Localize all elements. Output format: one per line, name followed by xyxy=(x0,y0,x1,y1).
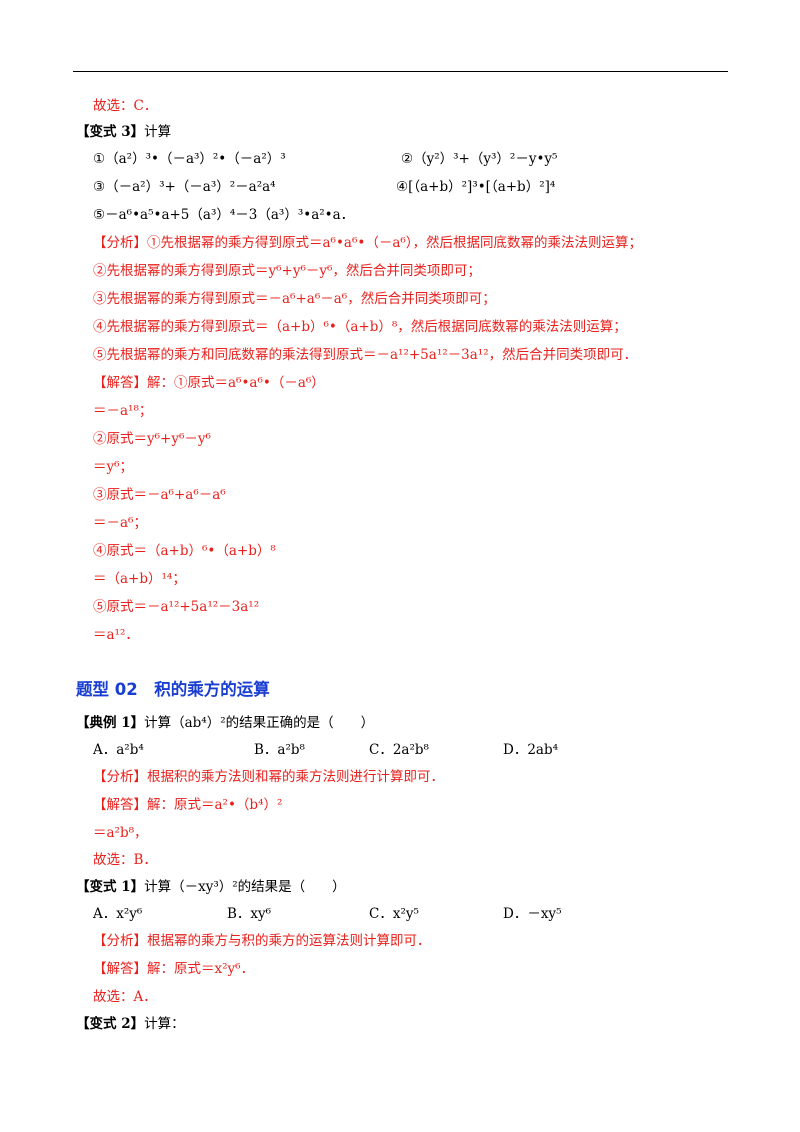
option-c: C．2a²b⁸ xyxy=(369,742,429,758)
text-line: ＝a¹²． xyxy=(93,625,139,645)
text-line: ③（－a²）³+（－a³）²－a²a⁴ xyxy=(93,177,276,197)
line-text: ＝y⁶； xyxy=(93,459,134,475)
line-text: ①（a²）³•（－a³）²•（－a²）³ xyxy=(93,151,286,167)
line-text: ⑤先根据幂的乘方和同底数幂的乘法得到原式＝－a¹²+5a¹²－3a¹²，然后合并… xyxy=(93,347,638,363)
option-c: C．x²y⁵ xyxy=(369,906,419,922)
text-line: ③先根据幂的乘方得到原式＝－a⁶+a⁶－a⁶，然后合并同类项即可； xyxy=(93,289,496,309)
text-line: ②原式＝y⁶+y⁶－y⁶ xyxy=(93,429,211,449)
text-line: ⑤－a⁶•a⁵•a+5（a³）⁴－3（a³）³•a²•a． xyxy=(93,205,354,225)
text-line: ④先根据幂的乘方得到原式＝（a+b）⁶•（a+b）⁸，然后根据同底数幂的乘法法则… xyxy=(93,317,627,337)
line-text: ②原式＝y⁶+y⁶－y⁶ xyxy=(93,431,211,447)
line-text: ＝a¹²． xyxy=(93,627,139,643)
line-text: 【分析】①先根据幂的乘方得到原式＝a⁶•a⁶•（－a⁶），然后根据同底数幂的乘法… xyxy=(93,235,643,251)
line-text: ③原式＝－a⁶+a⁶－a⁶ xyxy=(93,487,226,503)
section-heading: 题型 02 积的乘方的运算 xyxy=(76,680,270,699)
line-text: 【分析】根据积的乘方法则和幂的乘方法则进行计算即可． xyxy=(93,769,444,785)
line-text: ⑤－a⁶•a⁵•a+5（a³）⁴－3（a³）³•a²•a． xyxy=(93,207,355,223)
text-line: ②（y²）³+（y³）²－y•y⁵ xyxy=(401,149,557,169)
line-text: ④[（a+b）²]³•[（a+b）²]⁴ xyxy=(396,179,556,195)
line-text: 计算（－xy³）²的结果是（ ） xyxy=(144,879,346,895)
option-a: A．a²b⁴ xyxy=(93,742,144,758)
line-text: ②先根据幂的乘方得到原式＝y⁶+y⁶－y⁶，然后合并同类项即可； xyxy=(93,263,481,279)
line-text: 【解答】解：①原式＝a⁶•a⁶•（－a⁶） xyxy=(93,375,325,391)
header-rule xyxy=(73,71,728,72)
text-line: ＝y⁶； xyxy=(93,457,133,477)
text-line: ②先根据幂的乘方得到原式＝y⁶+y⁶－y⁶，然后合并同类项即可； xyxy=(93,261,481,281)
option-a: A．x²y⁶ xyxy=(93,906,143,922)
text-line: 【变式 3】计算 xyxy=(76,122,171,142)
text-line: 【典例 1】计算（ab⁴）²的结果正确的是（ ） xyxy=(76,713,374,733)
text-line: ④[（a+b）²]³•[（a+b）²]⁴ xyxy=(396,177,555,197)
example-tag: 【典例 1】 xyxy=(76,715,145,731)
line-text: ②（y²）³+（y³）²－y•y⁵ xyxy=(401,151,558,167)
text-line: ＝a²b⁸， xyxy=(93,823,148,843)
text-line: ⑤先根据幂的乘方和同底数幂的乘法得到原式＝－a¹²+5a¹²－3a¹²，然后合并… xyxy=(93,345,637,365)
line-text: 【分析】根据幂的乘方与积的乘方的运算法则计算即可． xyxy=(93,933,431,949)
line-text: 【解答】解：原式＝a²•（b⁴）² xyxy=(93,797,283,813)
line-text: ③先根据幂的乘方得到原式＝－a⁶+a⁶－a⁶，然后合并同类项即可； xyxy=(93,291,496,307)
line-text: ＝a²b⁸， xyxy=(93,825,148,841)
text-line: ⑤原式＝－a¹²+5a¹²－3a¹² xyxy=(93,597,259,617)
line-text: 故选：B． xyxy=(93,852,157,868)
example-tag: 【变式 1】 xyxy=(76,879,145,895)
option-d: D．2ab⁴ xyxy=(503,742,559,758)
line-text: ＝（a+b）¹⁴； xyxy=(93,571,186,587)
option-b: B．xy⁶ xyxy=(227,906,272,922)
line-text: 故选：A． xyxy=(93,989,157,1005)
line-text: ③（－a²）³+（－a³）²－a²a⁴ xyxy=(93,179,276,195)
text-line: ①（a²）³•（－a³）²•（－a²）³ xyxy=(93,149,286,169)
text-line: ③原式＝－a⁶+a⁶－a⁶ xyxy=(93,485,226,505)
text-line: 【解答】解：原式＝a²•（b⁴）² xyxy=(93,795,282,815)
line-text: ＝－a⁶； xyxy=(93,515,147,531)
text-line: 【解答】解：①原式＝a⁶•a⁶•（－a⁶） xyxy=(93,373,325,393)
option-b: B．a²b⁸ xyxy=(254,742,305,758)
text-line: 故选：B． xyxy=(93,850,157,870)
line-text: 计算： xyxy=(144,1016,185,1032)
line-text: 计算 xyxy=(144,124,172,140)
line-text: ④先根据幂的乘方得到原式＝（a+b）⁶•（a+b）⁸，然后根据同底数幂的乘法法则… xyxy=(93,319,627,335)
text-line: ④原式＝（a+b）⁶•（a+b）⁸ xyxy=(93,541,276,561)
text-line: 【分析】①先根据幂的乘方得到原式＝a⁶•a⁶•（－a⁶），然后根据同底数幂的乘法… xyxy=(93,233,642,253)
line-text: 【解答】解：原式＝x²y⁶． xyxy=(93,961,255,977)
line-text: 计算（ab⁴）²的结果正确的是（ ） xyxy=(144,715,375,731)
line-text: ④原式＝（a+b）⁶•（a+b）⁸ xyxy=(93,543,276,559)
text-line: ＝－a⁶； xyxy=(93,513,147,533)
text-line: ＝－a¹⁸； xyxy=(93,401,152,421)
example-tag: 【变式 2】 xyxy=(76,1016,145,1032)
text-line: 【解答】解：原式＝x²y⁶． xyxy=(93,959,254,979)
text-line: 【变式 2】计算： xyxy=(76,1014,185,1034)
line-text: ⑤原式＝－a¹²+5a¹²－3a¹² xyxy=(93,599,260,615)
option-d: D．－xy⁵ xyxy=(503,906,562,922)
text-line: ＝（a+b）¹⁴； xyxy=(93,569,186,589)
text-line: 【分析】根据积的乘方法则和幂的乘方法则进行计算即可． xyxy=(93,767,444,787)
line-text: ＝－a¹⁸； xyxy=(93,403,153,419)
text-line: 故选：A． xyxy=(93,987,157,1007)
text-line: 故选：C． xyxy=(93,96,157,116)
text-line: 【分析】根据幂的乘方与积的乘方的运算法则计算即可． xyxy=(93,931,431,951)
text-line: 【变式 1】计算（－xy³）²的结果是（ ） xyxy=(76,877,346,897)
line-text: 故选：C． xyxy=(93,98,158,114)
example-tag: 【变式 3】 xyxy=(76,124,145,140)
